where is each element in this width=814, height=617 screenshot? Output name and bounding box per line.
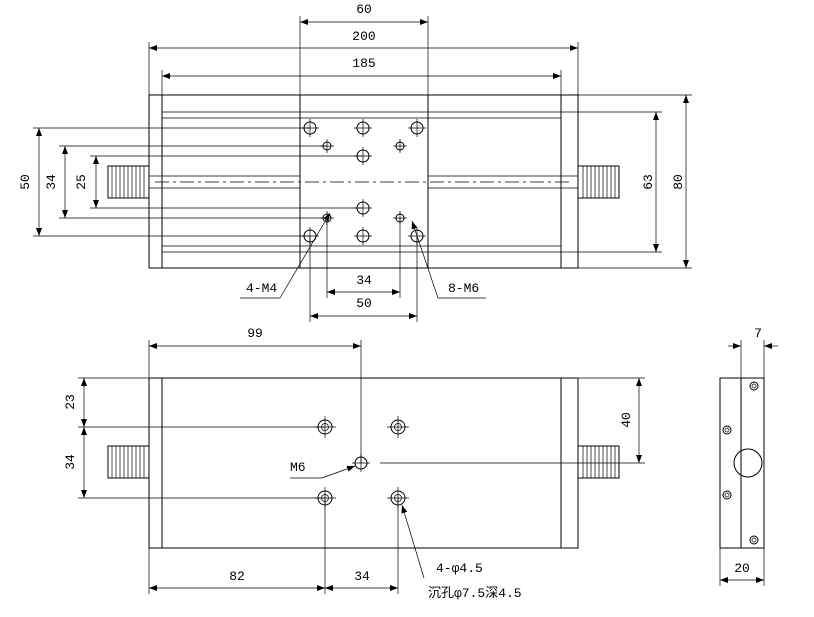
front-view: 99 23 34 40 82 (63, 326, 645, 601)
dim-7: 7 (728, 326, 778, 378)
dim-34-front: 34 (63, 427, 325, 499)
dim-50-vertical: 50 (18, 127, 310, 237)
dim-50-label: 50 (18, 174, 33, 190)
dim-80-label: 80 (671, 174, 686, 190)
callout-m6-front: M6 (290, 460, 356, 479)
front-right-knob (577, 445, 620, 479)
dim-40-label: 40 (619, 412, 634, 428)
dim-34-label: 34 (44, 174, 59, 190)
dim-34-bottom: 34 (326, 218, 401, 298)
dim-60-label: 60 (356, 2, 372, 17)
right-knob (577, 165, 620, 199)
dim-200-label: 200 (352, 29, 375, 44)
left-knob (107, 165, 150, 199)
dim-34-front-label: 34 (63, 454, 78, 470)
dim-25-vertical: 25 (74, 155, 363, 209)
dim-185: 185 (161, 56, 562, 95)
dim-20: 20 (719, 548, 765, 586)
dim-20-label: 20 (734, 561, 750, 576)
callout-hole-label: 4-φ4.5 (436, 561, 483, 576)
dim-23-label: 23 (63, 394, 78, 410)
callout-counterbore-label: 沉孔φ7.5深4.5 (428, 586, 522, 601)
dim-7-label: 7 (754, 326, 762, 341)
hole-m6 (354, 227, 372, 245)
top-view: 60 200 185 50 34 (18, 2, 692, 322)
dim-34-vertical: 34 (44, 145, 327, 219)
dim-40: 40 (380, 377, 645, 464)
callout-8-m6: 8-M6 (411, 220, 486, 299)
dim-23: 23 (63, 377, 325, 428)
dim-80-vertical: 80 (578, 94, 692, 269)
dim-63-vertical: 63 (561, 111, 662, 253)
dim-99-label: 99 (247, 326, 263, 341)
dim-99: 99 (148, 326, 362, 463)
dim-82: 82 (148, 498, 326, 594)
callout-4-m4: 4-M4 (240, 212, 331, 299)
front-left-knob (107, 445, 150, 479)
side-holes (722, 381, 763, 545)
dim-60: 60 (299, 2, 429, 95)
dim-82-label: 82 (229, 569, 245, 584)
hole-m6 (408, 119, 426, 137)
callout-4-m4-label: 4-M4 (246, 281, 277, 296)
dim-25-label: 25 (74, 174, 89, 190)
hole-m4 (393, 139, 407, 153)
dim-34-bottom-label: 34 (356, 273, 372, 288)
dim-50-bottom: 50 (309, 236, 418, 322)
dim-34-front-bottom-label: 34 (354, 569, 370, 584)
dim-200: 200 (148, 29, 579, 95)
callout-hole: 4-φ4.5 沉孔φ7.5深4.5 (401, 504, 522, 601)
dim-63-label: 63 (641, 174, 656, 190)
front-holes (314, 416, 409, 509)
callout-8-m6-label: 8-M6 (448, 281, 479, 296)
dim-185-label: 185 (352, 56, 375, 71)
dim-34-front-bottom: 34 (325, 498, 399, 594)
side-body-outline (719, 377, 765, 549)
callout-m6-front-label: M6 (290, 460, 306, 475)
side-view: 7 20 (719, 326, 778, 586)
counterbore-hole (387, 416, 409, 438)
dim-50-bottom-label: 50 (356, 296, 372, 311)
hole-m6 (354, 119, 372, 137)
